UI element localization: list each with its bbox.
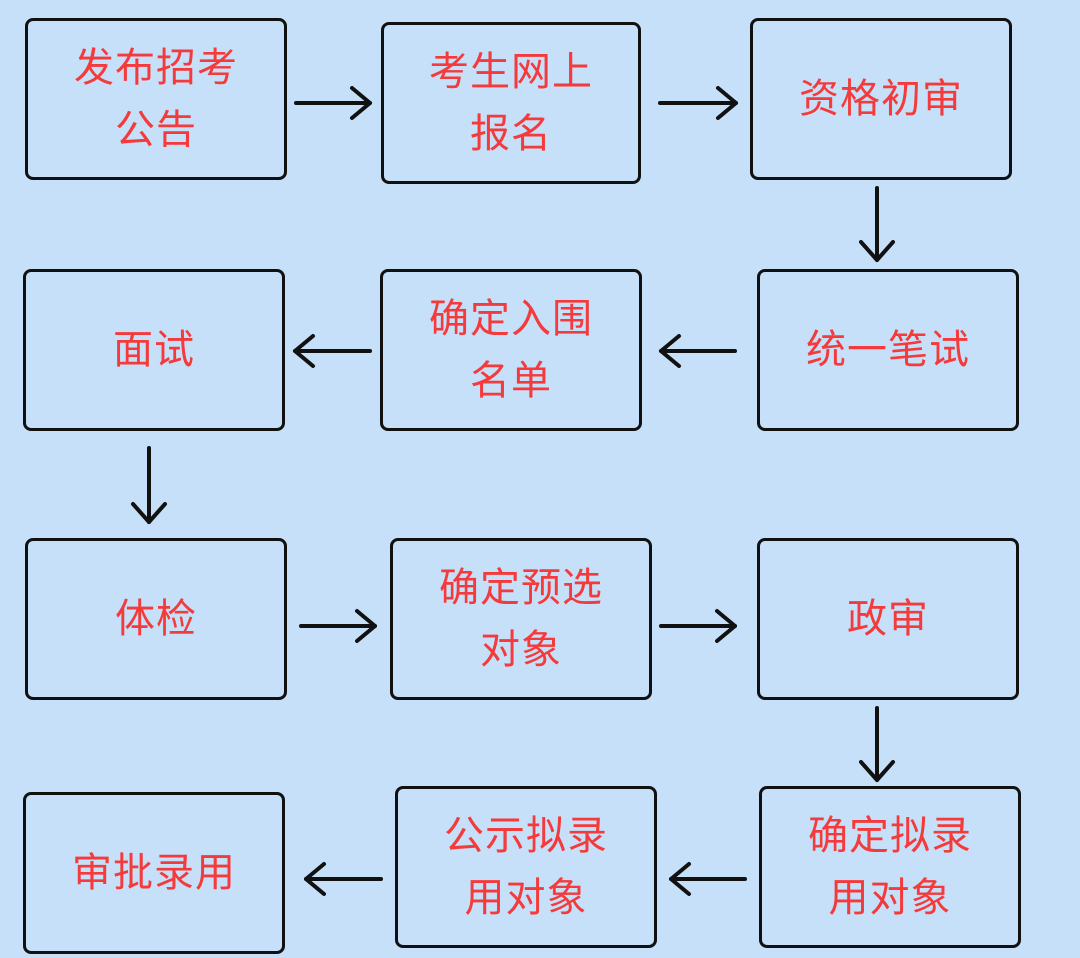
step-10-label: 确定拟录 用对象 xyxy=(808,813,972,921)
step-8-label: 确定预选 对象 xyxy=(439,565,603,673)
step-11-box: 公示拟录 用对象 xyxy=(395,786,657,948)
step-11-label: 公示拟录 用对象 xyxy=(444,813,608,921)
arrow-icon xyxy=(669,862,747,896)
step-6-label: 面试 xyxy=(113,327,195,373)
step-9-label: 政审 xyxy=(847,596,929,642)
arrow-icon xyxy=(659,334,737,368)
arrow-icon xyxy=(859,186,895,262)
arrow-icon xyxy=(659,609,737,643)
step-7-label: 体检 xyxy=(115,596,197,642)
step-12-box: 审批录用 xyxy=(23,792,285,954)
arrow-icon xyxy=(658,86,738,120)
step-3-box: 资格初审 xyxy=(750,18,1012,180)
step-4-box: 统一笔试 xyxy=(757,269,1019,431)
step-10-box: 确定拟录 用对象 xyxy=(759,786,1021,948)
step-9-box: 政审 xyxy=(757,538,1019,700)
step-8-box: 确定预选 对象 xyxy=(390,538,652,700)
step-1-box: 发布招考 公告 xyxy=(25,18,287,180)
step-5-label: 确定入围 名单 xyxy=(429,296,593,404)
step-4-label: 统一笔试 xyxy=(806,327,970,373)
step-2-label: 考生网上 报名 xyxy=(429,49,593,157)
arrow-icon xyxy=(859,706,895,782)
arrow-icon xyxy=(304,862,383,896)
arrow-icon xyxy=(131,446,167,524)
step-1-label: 发布招考 公告 xyxy=(74,45,238,153)
step-5-box: 确定入围 名单 xyxy=(380,269,642,431)
arrow-icon xyxy=(294,86,372,120)
arrow-icon xyxy=(299,609,377,643)
step-2-box: 考生网上 报名 xyxy=(381,22,641,184)
step-12-label: 审批录用 xyxy=(72,850,236,896)
step-6-box: 面试 xyxy=(23,269,285,431)
step-7-box: 体检 xyxy=(25,538,287,700)
arrow-icon xyxy=(293,334,372,368)
step-3-label: 资格初审 xyxy=(799,76,963,122)
